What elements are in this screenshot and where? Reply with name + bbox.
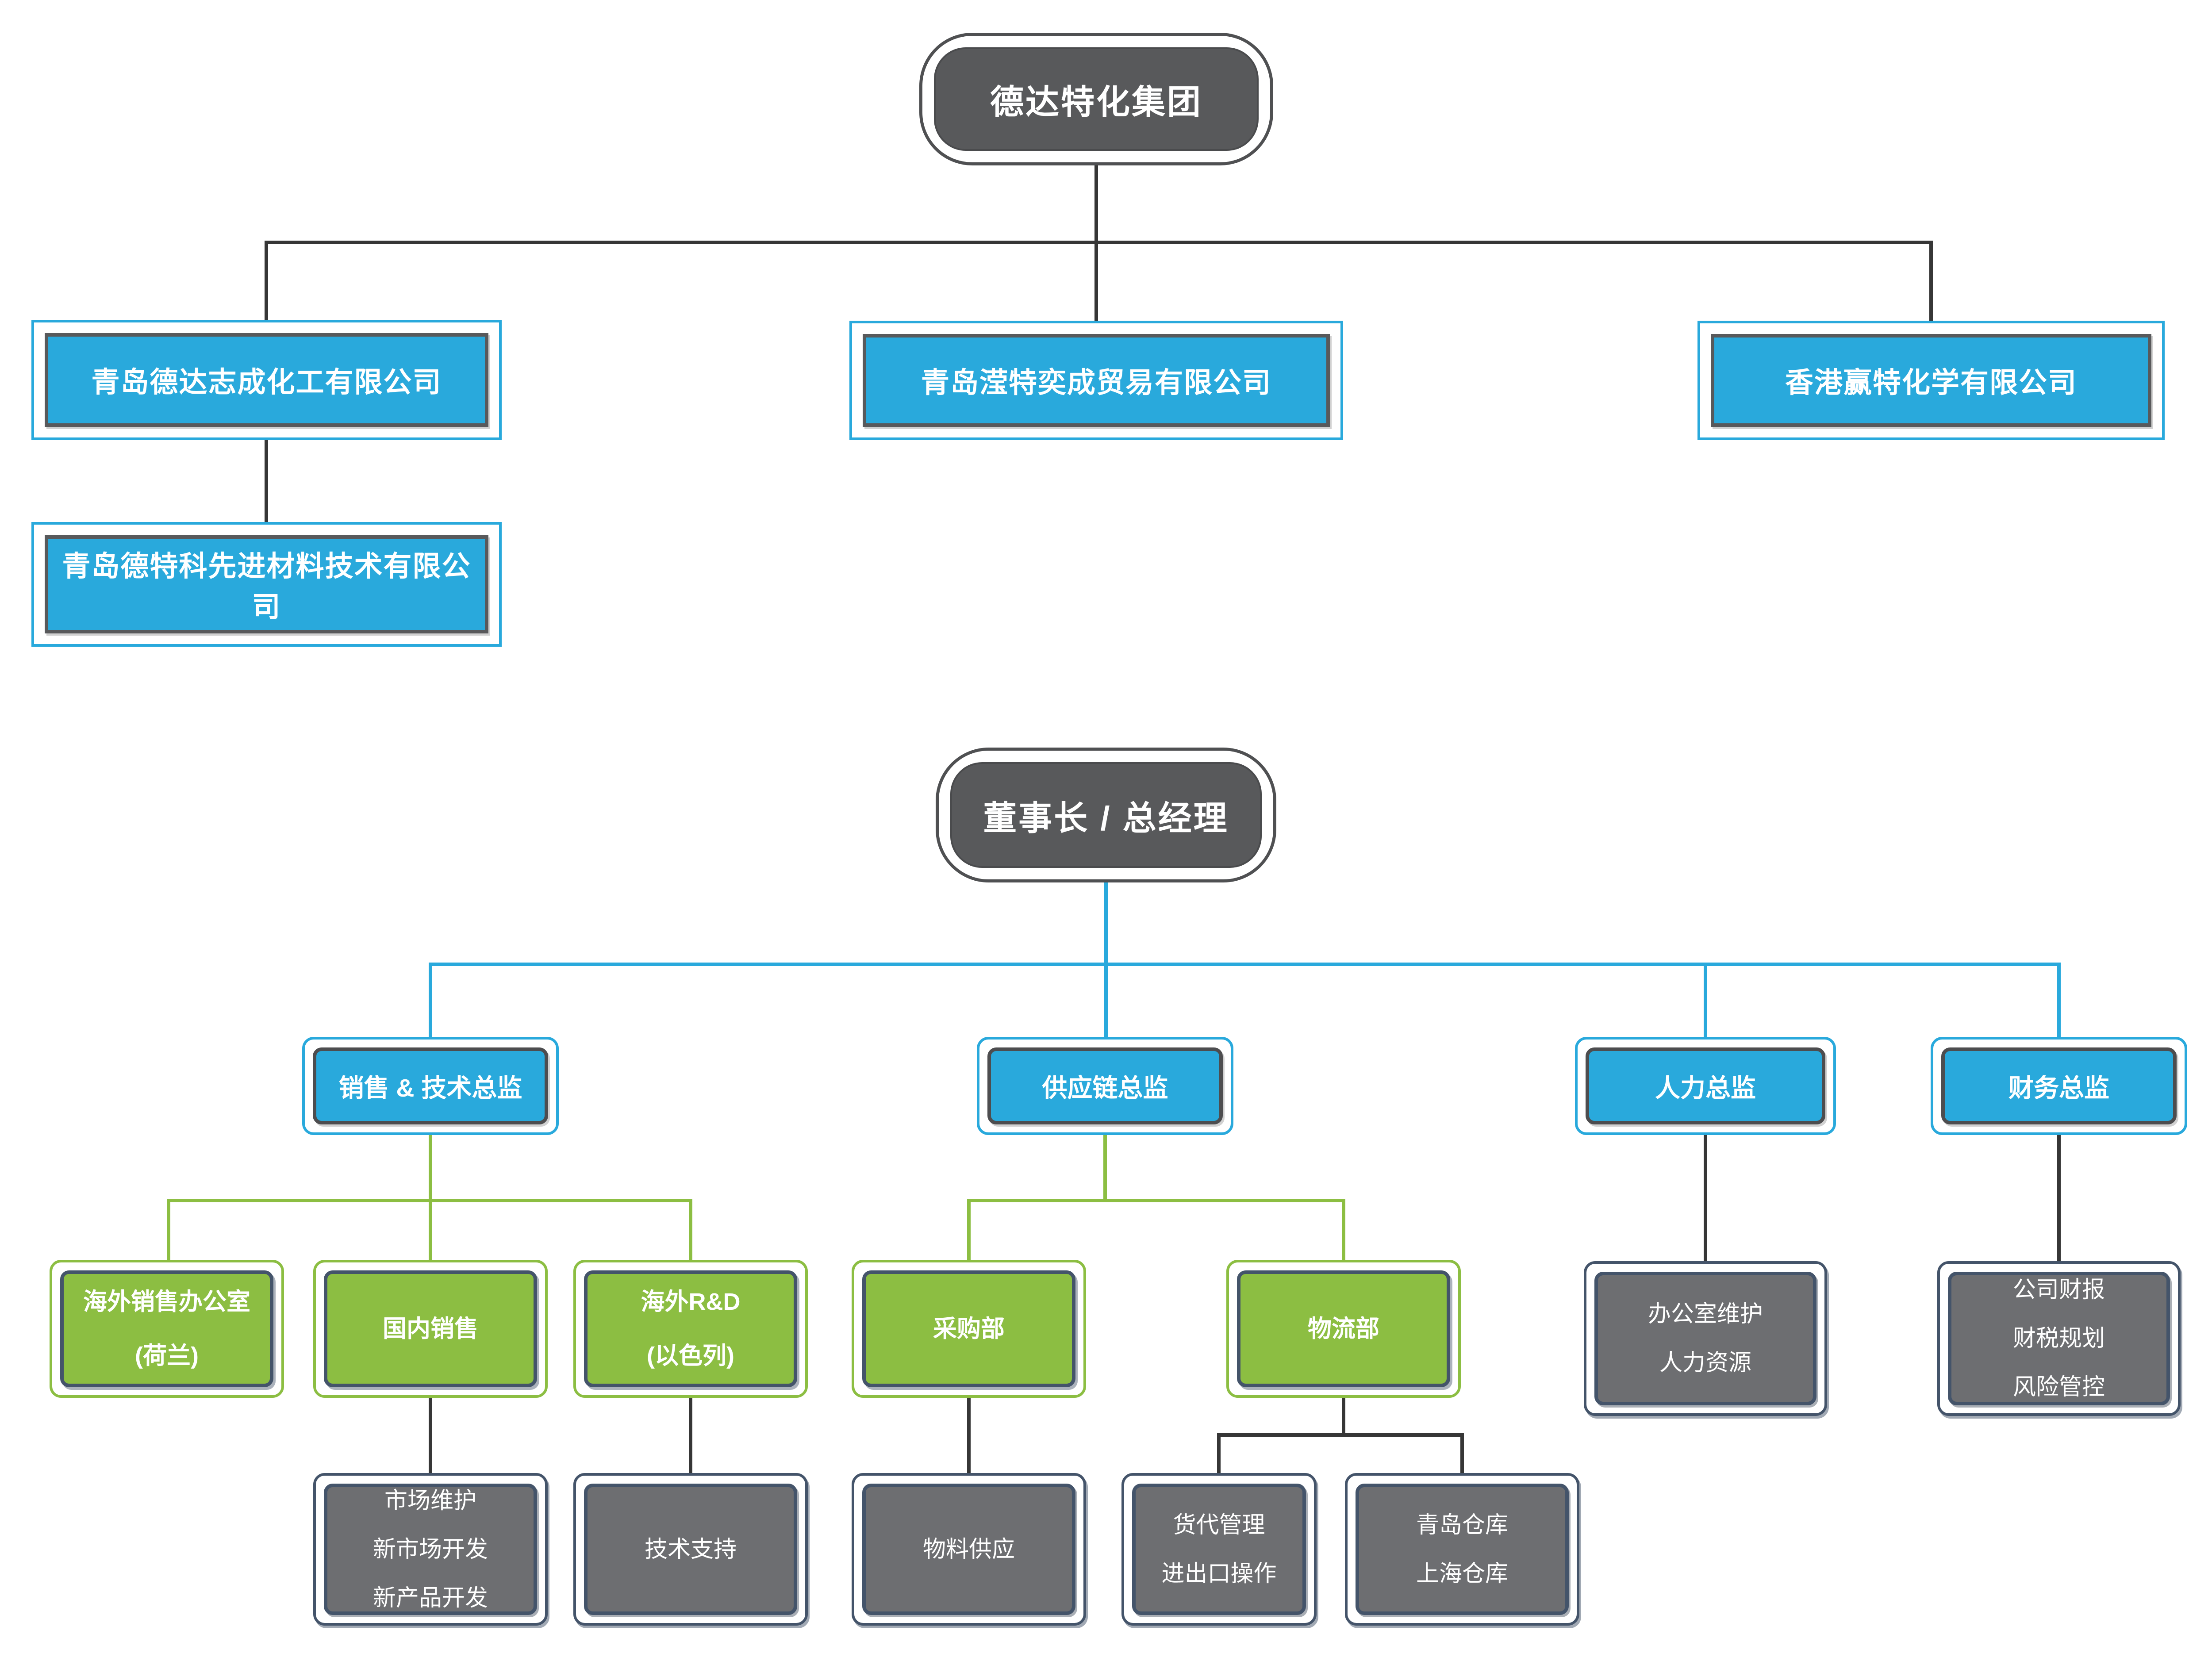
connector-supplychain-drop	[1103, 1135, 1107, 1202]
func-label-line: 青岛仓库	[1416, 1512, 1508, 1538]
ceo-pill-label: 董事长 / 总经理	[950, 762, 1262, 868]
dept-label-line: 国内销售	[383, 1316, 478, 1342]
node-func-material-supply: 物料供应	[852, 1473, 1086, 1626]
connector-company3-drop	[1929, 242, 1933, 321]
node-dept-logistics: 物流部	[1226, 1260, 1461, 1398]
connector-companies-hbar	[265, 241, 1933, 244]
node-dept-overseas-sales-office: 海外销售办公室 (荷兰)	[50, 1260, 284, 1398]
dept-label: 国内销售	[324, 1270, 537, 1387]
func-label-line: 财税规划	[2012, 1326, 2105, 1351]
func-label-line: 新产品开发	[373, 1585, 488, 1611]
director-label: 财务总监	[1941, 1047, 2177, 1124]
dept-label: 采购部	[862, 1270, 1075, 1387]
func-label-line: 技术支持	[644, 1536, 737, 1562]
func-label-line: 进出口操作	[1161, 1561, 1277, 1587]
company-label: 青岛德特科先进材料技术有限公司	[45, 535, 488, 633]
connector-purchasing-func	[967, 1398, 971, 1473]
func-label: 物料供应	[862, 1484, 1075, 1615]
func-label-line: 公司财报	[2012, 1277, 2105, 1303]
connector-rd-func	[689, 1398, 692, 1473]
group-pill-label: 德达特化集团	[934, 47, 1259, 151]
func-label-line: 市场维护	[384, 1488, 476, 1514]
func-label-line: 货代管理	[1173, 1512, 1265, 1538]
func-label: 办公室维护 人力资源	[1594, 1272, 1816, 1405]
connector-directors-hbar	[429, 963, 2061, 966]
dept-label: 海外R&D (以色列)	[584, 1270, 797, 1387]
connector-logistics-drop	[1342, 1199, 1345, 1260]
connector-sales-hbar	[167, 1199, 692, 1202]
node-director-supply-chain: 供应链总监	[977, 1037, 1233, 1135]
func-label-line: 风险管控	[2012, 1374, 2105, 1400]
node-group-pill: 德达特化集团	[919, 33, 1273, 165]
func-label: 市场维护 新市场开发 新产品开发	[324, 1484, 537, 1615]
node-company-qingdao-yingte-yicheng: 青岛滢特奕成贸易有限公司	[849, 321, 1343, 440]
dept-label: 海外销售办公室 (荷兰)	[60, 1270, 273, 1387]
director-label: 人力总监	[1586, 1047, 1825, 1124]
connector-company1-drop	[265, 242, 268, 320]
dept-label-line: (以色列)	[647, 1343, 734, 1369]
node-func-office-hr: 办公室维护 人力资源	[1584, 1261, 1827, 1416]
node-company-qingdao-deda-zhicheng: 青岛德达志成化工有限公司	[31, 320, 502, 440]
connector-director1-drop	[429, 963, 432, 1037]
dept-label-line: 物流部	[1308, 1316, 1379, 1342]
connector-warehouse-drop	[1460, 1437, 1464, 1473]
node-func-tech-support: 技术支持	[573, 1473, 808, 1626]
connector-purchasing-drop	[967, 1199, 971, 1260]
node-func-warehouses: 青岛仓库 上海仓库	[1345, 1473, 1579, 1626]
company-label: 青岛德达志成化工有限公司	[45, 333, 488, 427]
func-label: 青岛仓库 上海仓库	[1356, 1484, 1569, 1615]
dept-label-line: 海外销售办公室	[83, 1289, 250, 1315]
node-ceo-pill: 董事长 / 总经理	[936, 748, 1276, 882]
func-label: 技术支持	[584, 1484, 797, 1615]
connector-forwarding-drop	[1217, 1437, 1221, 1473]
connector-finance-func	[2057, 1135, 2061, 1261]
node-dept-domestic-sales: 国内销售	[313, 1260, 548, 1398]
func-label: 公司财报 财税规划 风险管控	[1948, 1272, 2170, 1405]
node-dept-purchasing: 采购部	[852, 1260, 1086, 1398]
node-director-finance: 财务总监	[1931, 1037, 2187, 1135]
connector-company1-to-subsidiary	[265, 440, 268, 522]
connector-ceo-drop	[1104, 882, 1108, 1037]
node-func-market-maintenance: 市场维护 新市场开发 新产品开发	[313, 1473, 548, 1626]
func-label-line: 物料供应	[922, 1536, 1015, 1562]
node-director-hr: 人力总监	[1575, 1037, 1836, 1135]
node-func-finance-report: 公司财报 财税规划 风险管控	[1937, 1261, 2181, 1416]
node-dept-overseas-rd: 海外R&D (以色列)	[573, 1260, 808, 1398]
connector-sales-drop	[429, 1135, 432, 1260]
node-company-hongkong-yingte: 香港赢特化学有限公司	[1697, 321, 2165, 440]
connector-supplychain-hbar	[967, 1199, 1345, 1202]
connector-overseas-rd-drop	[689, 1199, 692, 1260]
node-director-sales-tech: 销售 & 技术总监	[302, 1037, 559, 1135]
func-label-line: 人力资源	[1659, 1350, 1751, 1376]
dept-label-line: (荷兰)	[135, 1343, 199, 1369]
dept-label: 物流部	[1237, 1270, 1450, 1387]
node-company-qingdao-deteke: 青岛德特科先进材料技术有限公司	[31, 522, 502, 647]
connector-logistics-func-drop	[1342, 1398, 1345, 1437]
company-label: 青岛滢特奕成贸易有限公司	[863, 334, 1330, 427]
connector-overseas-sales-drop	[167, 1199, 170, 1260]
node-func-forwarding: 货代管理 进出口操作	[1121, 1473, 1317, 1626]
connector-domestic-sales-func	[429, 1398, 432, 1473]
connector-hr-func	[1704, 1135, 1707, 1261]
connector-logistics-func-hbar	[1217, 1433, 1464, 1437]
dept-label-line: 海外R&D	[641, 1289, 741, 1315]
dept-label-line: 采购部	[933, 1316, 1005, 1342]
director-label: 供应链总监	[987, 1047, 1223, 1124]
connector-director3-drop	[1704, 963, 1707, 1037]
connector-director4-drop	[2057, 963, 2061, 1037]
company-label: 香港赢特化学有限公司	[1711, 334, 2151, 427]
func-label: 货代管理 进出口操作	[1132, 1484, 1306, 1615]
func-label-line: 新市场开发	[373, 1536, 488, 1562]
func-label-line: 办公室维护	[1647, 1301, 1763, 1327]
func-label-line: 上海仓库	[1416, 1561, 1508, 1587]
director-label: 销售 & 技术总监	[313, 1047, 548, 1124]
